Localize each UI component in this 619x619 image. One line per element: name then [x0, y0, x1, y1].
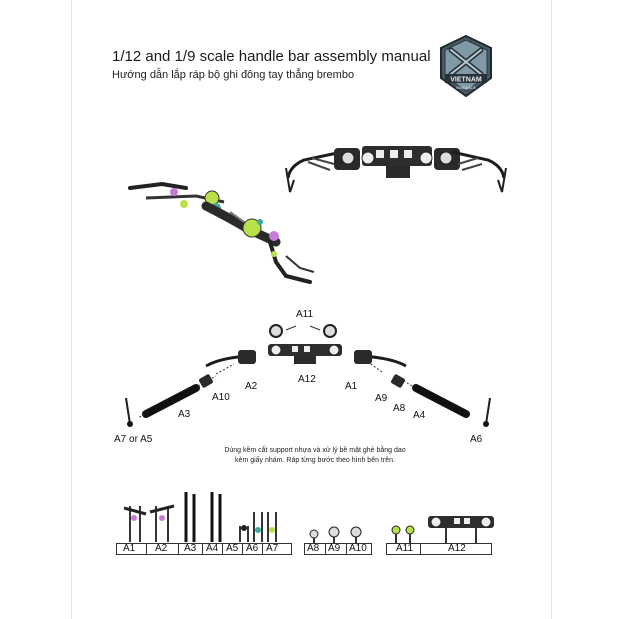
page-edge-right [551, 0, 552, 619]
page-subtitle: Hướng dẫn lắp ráp bộ ghi đông tay thẳng … [112, 69, 355, 81]
label-a6: A6 [470, 434, 483, 445]
page-edge-left [71, 0, 72, 619]
part-label-a1: A1 [123, 543, 136, 554]
part-label-a7: A7 [266, 543, 279, 554]
divider [262, 544, 263, 555]
parts-sprue-illustration [123, 492, 494, 544]
page-title: 1/12 and 1/9 scale handle bar assembly m… [112, 48, 431, 65]
part-label-a4: A4 [206, 543, 219, 554]
logo-text: VIETNAM [450, 77, 482, 84]
label-a3: A3 [178, 409, 191, 420]
assembly-note: Dùng kềm cắt support nhựa và xử lý bề mặ… [185, 446, 445, 466]
divider [346, 544, 347, 555]
part-label-a9: A9 [328, 543, 341, 554]
divider [146, 544, 147, 555]
parts-group-3-bar [386, 543, 492, 555]
manual-page [72, 0, 550, 619]
part-label-a5: A5 [226, 543, 239, 554]
parts-group-2-bar [304, 543, 372, 555]
part-label-a2: A2 [155, 543, 168, 554]
divider [420, 544, 421, 555]
part-label-a10: A10 [349, 543, 367, 554]
logo-subtext: HANDMADE [456, 86, 477, 90]
exploded-view-diagram [125, 324, 491, 427]
label-a10: A10 [212, 392, 230, 403]
assembly-note-line-2: kèm giấy nhám. Ráp từng bước theo hình b… [235, 457, 395, 464]
divider [178, 544, 179, 555]
divider [325, 544, 326, 555]
part-label-a8: A8 [307, 543, 320, 554]
label-a2: A2 [245, 381, 258, 392]
part-label-a3: A3 [184, 543, 197, 554]
part-label-a12: A12 [448, 543, 466, 554]
divider [202, 544, 203, 555]
divider [222, 544, 223, 555]
parts-group-1-bar [116, 543, 292, 555]
angled-handlebar-illustration [128, 181, 315, 284]
part-label-a6: A6 [246, 543, 259, 554]
label-a7-or-a5: A7 or A5 [114, 434, 153, 445]
divider [242, 544, 243, 555]
label-a12: A12 [298, 374, 316, 385]
label-a9: A9 [375, 393, 388, 404]
vietnam-handmade-logo: VIETNAM HANDMADE [440, 34, 492, 98]
part-label-a11: A11 [396, 543, 414, 554]
label-a1: A1 [345, 381, 358, 392]
label-a11: A11 [296, 309, 314, 320]
label-a4: A4 [413, 410, 426, 421]
label-a8: A8 [393, 403, 406, 414]
assembly-note-line-1: Dùng kềm cắt support nhựa và xử lý bề mặ… [224, 447, 406, 454]
assembled-handlebar-front-illustration [285, 146, 507, 193]
